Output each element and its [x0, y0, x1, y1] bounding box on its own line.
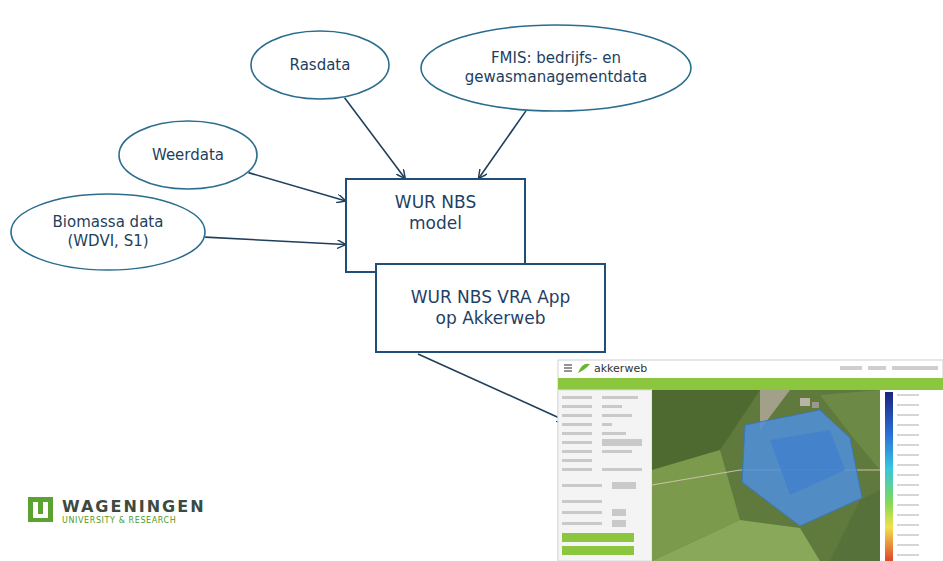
node-text: Weerdata	[152, 146, 224, 165]
input-ellipse: Rasdata	[250, 30, 390, 100]
input-ellipse: FMIS: bedrijfs- en gewasmanagementdata	[420, 24, 692, 112]
connector-arrow	[205, 237, 345, 244]
connector-arrow	[248, 173, 345, 201]
input-ellipse: Weerdata	[118, 120, 258, 190]
process-box: WUR NBS model	[345, 178, 526, 273]
node-text: WUR NBS VRA App op Akkerweb	[406, 287, 576, 329]
logo-mark	[28, 497, 53, 522]
logo-wordmark: WAGENINGEN	[62, 497, 206, 516]
akkerweb-screenshot	[558, 360, 943, 561]
input-ellipse: Biomassa data (WDVI, S1)	[10, 193, 206, 271]
process-box: WUR NBS VRA App op Akkerweb	[375, 263, 606, 353]
logo-subtitle: UNIVERSITY & RESEARCH	[62, 516, 176, 525]
node-text: WUR NBS model	[376, 192, 496, 234]
node-text: Rasdata	[290, 56, 351, 75]
connector-arrow	[345, 98, 405, 178]
leader-arrow	[418, 354, 566, 421]
node-text: Biomassa data (WDVI, S1)	[33, 213, 183, 251]
connector-arrow	[479, 111, 526, 178]
app-name: akkerweb	[594, 362, 647, 375]
node-text: FMIS: bedrijfs- en gewasmanagementdata	[454, 49, 659, 87]
